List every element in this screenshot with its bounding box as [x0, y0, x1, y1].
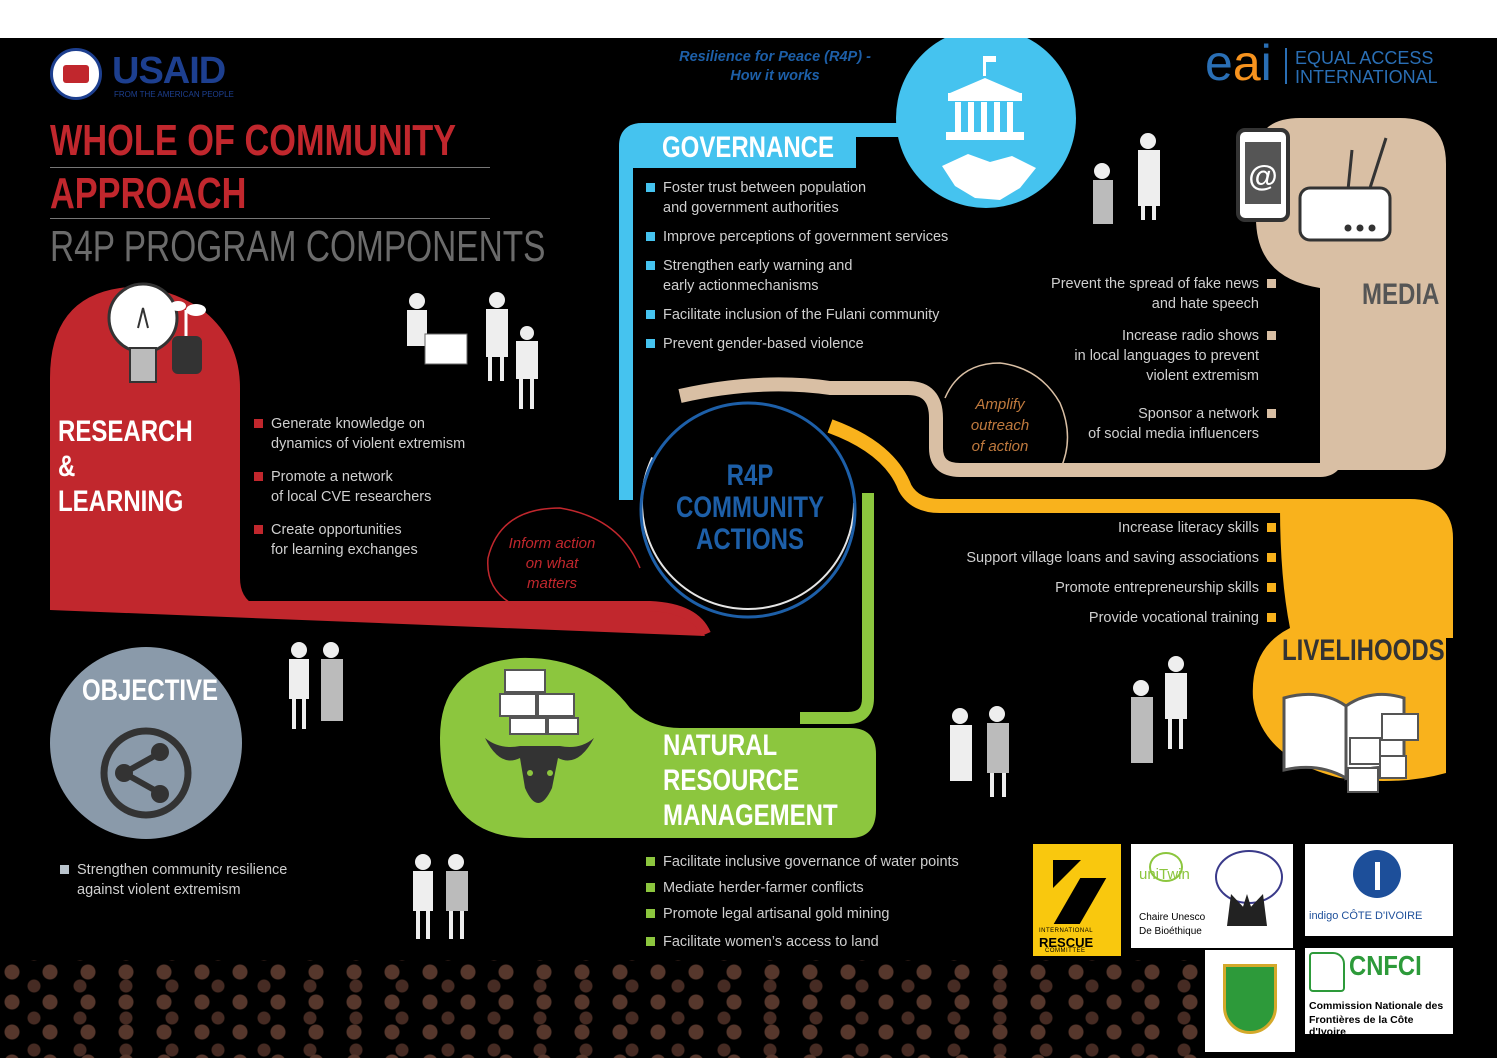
eai-name-line1: EQUAL ACCESS — [1295, 48, 1434, 68]
governance-item: Facilitate inclusion of the Fulani commu… — [646, 305, 1006, 325]
unitwin-line1: Chaire Unesco — [1139, 912, 1206, 923]
irc-line2: RESCUE — [1039, 935, 1094, 950]
media-list: Prevent the spread of fake news and hate… — [1000, 274, 1276, 444]
cnfci-line2: Frontières de la Côte d'Ivoire — [1309, 1014, 1414, 1038]
unitwin-logo: uniTwin Chaire Unesco De Bioéthique — [1131, 844, 1293, 948]
inform-connector-ring — [487, 507, 641, 609]
research-title: RESEARCH & LEARNING — [58, 415, 193, 518]
governance-item: Prevent gender-based violence — [646, 334, 1006, 354]
eai-mark-icon: eai — [1205, 38, 1272, 91]
title-rule-2 — [50, 218, 490, 219]
uao-figures-icon — [1227, 894, 1267, 926]
research-item: Create opportunities for learning exchan… — [254, 520, 514, 560]
research-ribbon — [240, 601, 711, 637]
title-line2: APPROACH — [50, 169, 247, 218]
cnfci-logo: CNFCI Commission Nationale des Frontière… — [1305, 948, 1453, 1038]
livelihoods-item: Provide vocational training — [900, 608, 1276, 628]
media-item: Increase radio shows in local languages … — [1000, 326, 1276, 386]
media-item: Sponsor a network of social media influe… — [1000, 404, 1276, 444]
amplify-connector-ring — [944, 362, 1069, 471]
gold-bars-icon — [499, 669, 579, 735]
center-ring — [639, 401, 857, 619]
handshake-icon — [942, 154, 1036, 200]
media-title: MEDIA — [1362, 278, 1440, 311]
irc-line1: INTERNATIONAL — [1039, 928, 1094, 934]
coat-of-arms-icon — [1223, 964, 1277, 1034]
coat-of-arms-logo — [1205, 950, 1295, 1052]
nrm-item: Mediate herder-farmer conflicts — [646, 878, 1026, 898]
footer-pattern-band — [0, 960, 1200, 1058]
livelihoods-item: Promote entrepreneurship skills — [900, 578, 1276, 598]
research-list: Generate knowledge on dynamics of violen… — [254, 414, 514, 560]
governance-list: Foster trust between population and gove… — [646, 178, 1006, 363]
governance-title-bar — [626, 130, 856, 168]
unitwin-swirl-icon — [1149, 852, 1183, 882]
objective-item: Strengthen community resilience against … — [60, 860, 330, 900]
subtitle: Resilience for Peace (R4P) - How it work… — [679, 49, 871, 84]
cnfci-map-icon — [1309, 952, 1345, 992]
objective-list: Strengthen community resilience against … — [60, 860, 330, 900]
usaid-logo: USAID FROM THE AMERICAN PEOPLE — [50, 48, 250, 100]
nrm-item: Facilitate women’s access to land — [646, 932, 1026, 952]
usaid-tagline: FROM THE AMERICAN PEOPLE — [114, 90, 234, 99]
eai-logo: eai EQUAL ACCESS INTERNATIONAL — [1205, 38, 1455, 91]
svg-text:@: @ — [1248, 160, 1277, 193]
people-icon — [289, 133, 1187, 939]
nrm-title: NATURAL RESOURCE MANAGEMENT — [663, 729, 838, 832]
title-line3: R4P PROGRAM COMPONENTS — [50, 222, 546, 271]
irc-line3: COMMITTEE — [1045, 948, 1086, 954]
livelihoods-list: Increase literacy skills Support village… — [900, 518, 1276, 628]
media-item: Prevent the spread of fake news and hate… — [1000, 274, 1276, 314]
radio-icon — [1298, 137, 1392, 242]
objective-circle — [50, 647, 242, 839]
research-item: Generate knowledge on dynamics of violen… — [254, 414, 514, 454]
usaid-name: USAID — [112, 50, 226, 92]
unitwin-name: uniTwin — [1139, 866, 1190, 883]
media-connector-label: Amplify outreach of action — [970, 396, 1030, 455]
governance-item: Improve perceptions of government servic… — [646, 227, 1006, 247]
governance-title: GOVERNANCE — [662, 131, 835, 164]
unitwin-line2: De Bioéthique — [1139, 926, 1202, 937]
research-block — [50, 287, 705, 636]
nrm-list: Facilitate inclusive governance of water… — [646, 852, 1026, 952]
uao-globe-icon — [1215, 850, 1283, 904]
nrm-item: Promote legal artisanal gold mining — [646, 904, 1026, 924]
diagram-shapes: @ — [50, 38, 1453, 939]
livelihoods-title: LIVELIHOODS — [1282, 634, 1445, 667]
title-rule-1 — [50, 167, 490, 168]
usaid-seal-icon — [50, 48, 102, 100]
governance-item: Strengthen early warning and early actio… — [646, 256, 1006, 296]
indigo-logo: indigo CÔTE D'IVOIRE — [1305, 844, 1453, 936]
livelihoods-item: Support village loans and saving associa… — [900, 548, 1276, 568]
nrm-ribbon — [800, 493, 874, 724]
research-connector-label: Inform action on what matters — [508, 535, 596, 592]
cnfci-name: CNFCI — [1349, 950, 1422, 981]
eai-name-line2: INTERNATIONAL — [1295, 67, 1438, 87]
livelihoods-item: Increase literacy skills — [900, 518, 1276, 538]
indigo-name: indigo CÔTE D'IVOIRE — [1309, 910, 1423, 922]
infographic-canvas: @ — [0, 38, 1497, 1058]
bull-icon — [485, 738, 594, 803]
center-label: R4P COMMUNITY ACTIONS — [676, 459, 824, 556]
cnfci-line1: Commission Nationale des — [1309, 1000, 1444, 1012]
governance-item: Foster trust between population and gove… — [646, 178, 1006, 218]
livelihoods-ribbon — [827, 419, 1453, 638]
nrm-item: Facilitate inclusive governance of water… — [646, 852, 1026, 872]
irc-logo: INTERNATIONAL RESCUE COMMITTEE — [1033, 844, 1121, 956]
lightbulb-icon — [107, 282, 206, 383]
book-icon — [1282, 692, 1419, 793]
research-item: Promote a network of local CVE researche… — [254, 467, 514, 507]
objective-title: OBJECTIVE — [82, 674, 219, 707]
title-line1: WHOLE OF COMMUNITY — [50, 116, 457, 165]
share-icon — [100, 727, 192, 819]
smartphone-icon: @ — [1236, 128, 1290, 222]
capitol-icon — [946, 56, 1024, 140]
